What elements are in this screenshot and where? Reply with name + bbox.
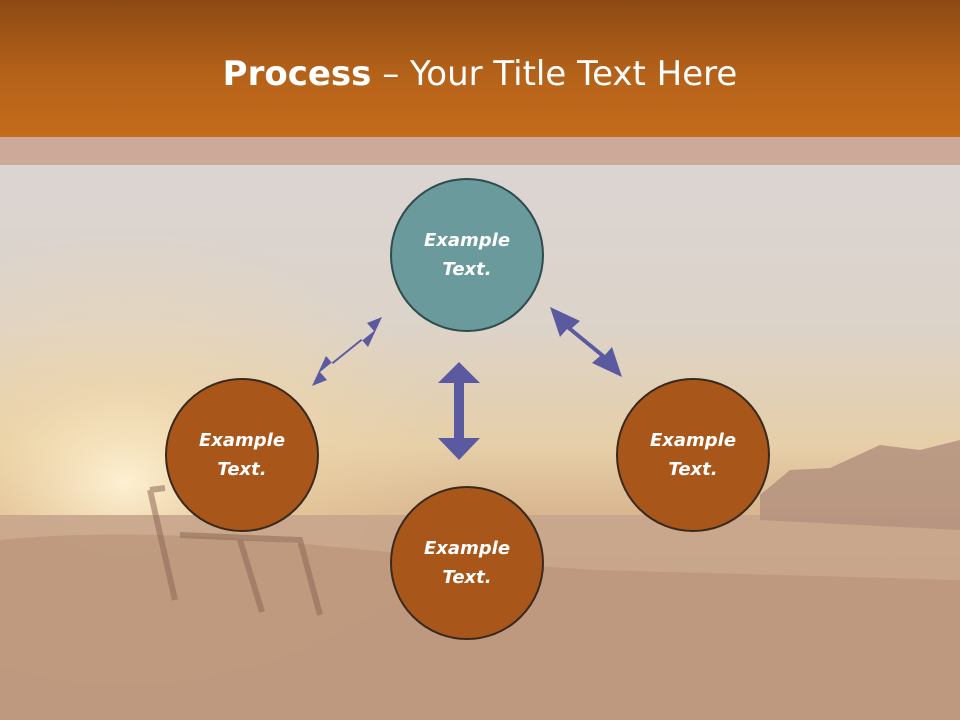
node-label-line: Text. (217, 459, 267, 480)
node-label-line: Example (423, 230, 511, 251)
node-label-line: Example (649, 430, 737, 451)
node-label-line: Example (423, 538, 511, 559)
double-arrow-left (312, 317, 382, 386)
node-label-line: Text. (668, 459, 718, 480)
node-label-line: Text. (442, 567, 492, 588)
accent-band (0, 137, 960, 165)
title-separator: – (371, 54, 411, 94)
double-arrow-center (438, 362, 480, 460)
title-bar (0, 0, 960, 137)
slide-title: Process – Your Title Text Here (0, 52, 960, 96)
node-label-line: Example (198, 430, 286, 451)
node-label-line: Text. (442, 259, 492, 280)
double-arrow-right (550, 307, 622, 377)
title-text: Your Title Text Here (410, 54, 738, 94)
title-bold: Process (222, 54, 372, 94)
